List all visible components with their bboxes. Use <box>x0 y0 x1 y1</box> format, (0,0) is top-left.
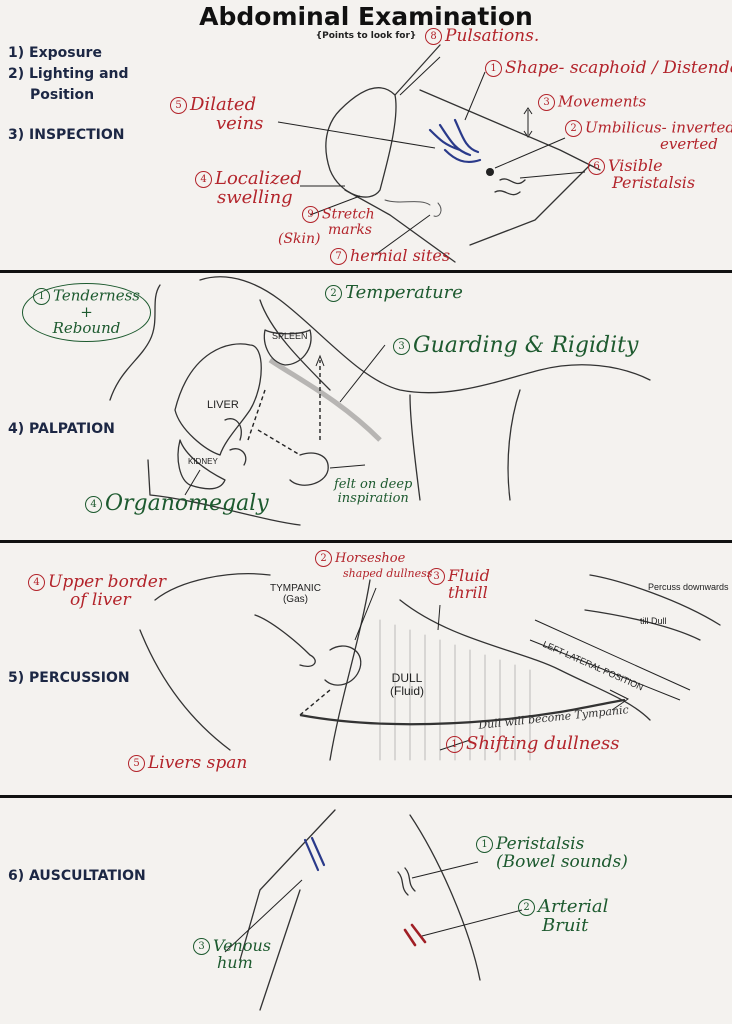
step-auscultation: 6) AUSCULTATION <box>8 868 146 884</box>
step-inspection: 3) INSPECTION <box>8 127 125 143</box>
label-spleen: SPLEEN <box>272 331 308 341</box>
page-subtitle: {Points to look for} <box>315 31 417 41</box>
palpation-sketch <box>109 276 651 526</box>
label-skin: (Skin) <box>278 231 321 247</box>
label-liver: LIVER <box>207 399 239 411</box>
step-position: Position <box>30 87 95 103</box>
page-title: Abdominal Examination <box>199 2 533 31</box>
step-exposure: 1) Exposure <box>8 45 102 61</box>
section-divider <box>0 795 732 798</box>
label-kidney: KIDNEY <box>188 457 218 466</box>
step-lighting: 2) Lighting and <box>8 66 129 82</box>
label-dull-fluid: DULL(Fluid) <box>390 671 425 698</box>
section-divider <box>0 270 732 273</box>
label-till-dull: till Dull <box>640 616 667 626</box>
step-percussion: 5) PERCUSSION <box>8 670 130 686</box>
section-divider <box>0 540 732 543</box>
label-tympanic: TYMPANIC(Gas) <box>270 583 321 605</box>
auscultation-sketch <box>224 809 523 1011</box>
label-percuss-downwards: Percuss downwards <box>648 582 729 592</box>
inspection-sketch <box>277 44 601 263</box>
step-palpation: 4) PALPATION <box>8 421 115 437</box>
